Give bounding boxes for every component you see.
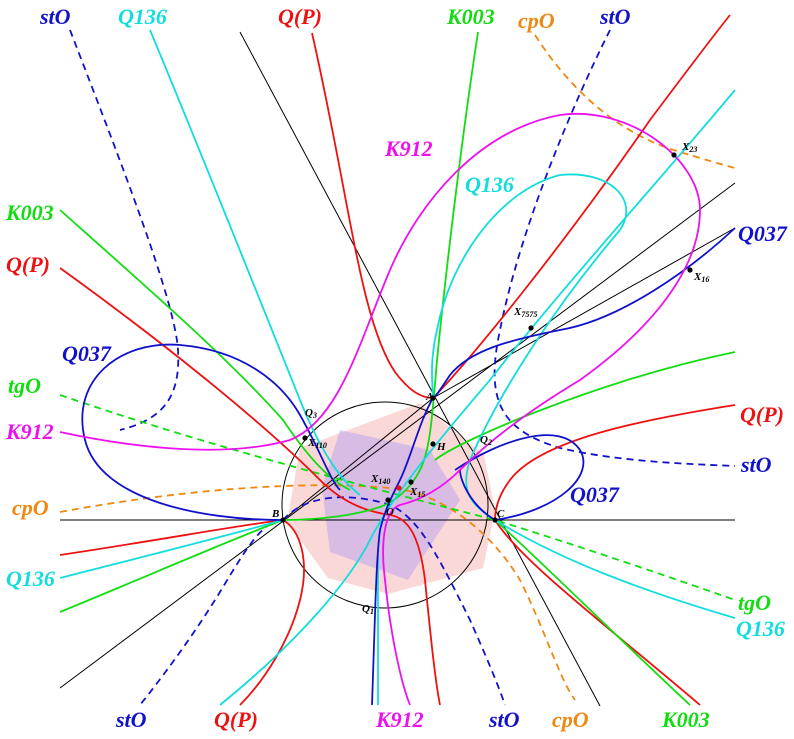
point-X140-label: X140: [370, 473, 390, 486]
label-cpO-top: cpO: [518, 8, 555, 33]
label-QP-top: Q(P): [278, 4, 322, 29]
QP-curve-right: [494, 404, 736, 706]
point-H-label: H: [436, 441, 446, 453]
euler-line: [59, 182, 736, 689]
label-QP-bottom: Q(P): [214, 707, 258, 732]
point-Q1-label: Q1: [362, 603, 374, 616]
point-X16-label: X16: [693, 271, 709, 284]
label-stO-top-left: stO: [39, 4, 71, 29]
label-QP-left: Q(P): [6, 252, 50, 277]
point-X110-label: X110: [307, 437, 327, 450]
cpO-curve-top: [534, 34, 736, 169]
label-cpO-left: cpO: [12, 495, 49, 520]
label-stO-top-right: stO: [599, 4, 631, 29]
label-QP-right: Q(P): [740, 402, 784, 427]
QP-curve-bottom: [59, 519, 305, 706]
label-K912-bottom: K912: [375, 707, 424, 732]
stO-curve-right: [282, 29, 736, 706]
label-Q136-top: Q136: [118, 4, 167, 29]
point-A-label: A: [425, 391, 433, 403]
label-K912-left: K912: [5, 419, 54, 444]
point-C-label: C: [497, 508, 505, 520]
circumcircle: [281, 401, 489, 609]
K912-curve: [59, 112, 701, 706]
label-tgO-left: tgO: [8, 373, 41, 398]
QP-curve-left: [59, 267, 441, 706]
label-stO-bottom-right: stO: [488, 707, 520, 732]
side-ab-line: [239, 31, 601, 707]
label-Q037-right-top: Q037: [738, 221, 788, 246]
stO-curve-left: [69, 29, 284, 706]
label-Q136-right: Q136: [736, 616, 785, 641]
Q037-curve-left: [81, 343, 341, 521]
tgO-curve: [59, 394, 736, 601]
label-K003-left: K003: [5, 200, 54, 225]
label-K912-top: K912: [384, 136, 433, 161]
label-K003-bottom: K003: [661, 707, 710, 732]
side-ac-line: [282, 397, 434, 521]
label-Q037-right-mid: Q037: [570, 482, 620, 507]
point-X7575-label: X7575: [513, 306, 537, 319]
point-X15-label: X15: [409, 486, 425, 499]
label-Q136-mid: Q136: [465, 172, 514, 197]
label-K003-top: K003: [446, 4, 495, 29]
point-Q2-label: Q2: [480, 434, 492, 447]
Q037-curve-right: [371, 227, 736, 706]
label-stO-bottom-left: stO: [115, 707, 147, 732]
point-B-label: B: [271, 508, 279, 520]
label-Q136-left: Q136: [6, 566, 55, 591]
cpO-curve-bottom: [59, 484, 576, 701]
label-cpO-bottom: cpO: [552, 707, 589, 732]
label-Q037-left: Q037: [62, 341, 112, 366]
line-a-x16: [432, 227, 736, 399]
point-O-label: O: [386, 506, 394, 518]
Q136-curve: [59, 29, 736, 706]
point-X23-label: X23: [681, 141, 697, 154]
label-stO-right: stO: [740, 452, 772, 477]
K003-curve: [59, 31, 736, 706]
point-Q3-label: Q3: [305, 407, 317, 420]
label-tgO-right: tgO: [738, 590, 771, 615]
